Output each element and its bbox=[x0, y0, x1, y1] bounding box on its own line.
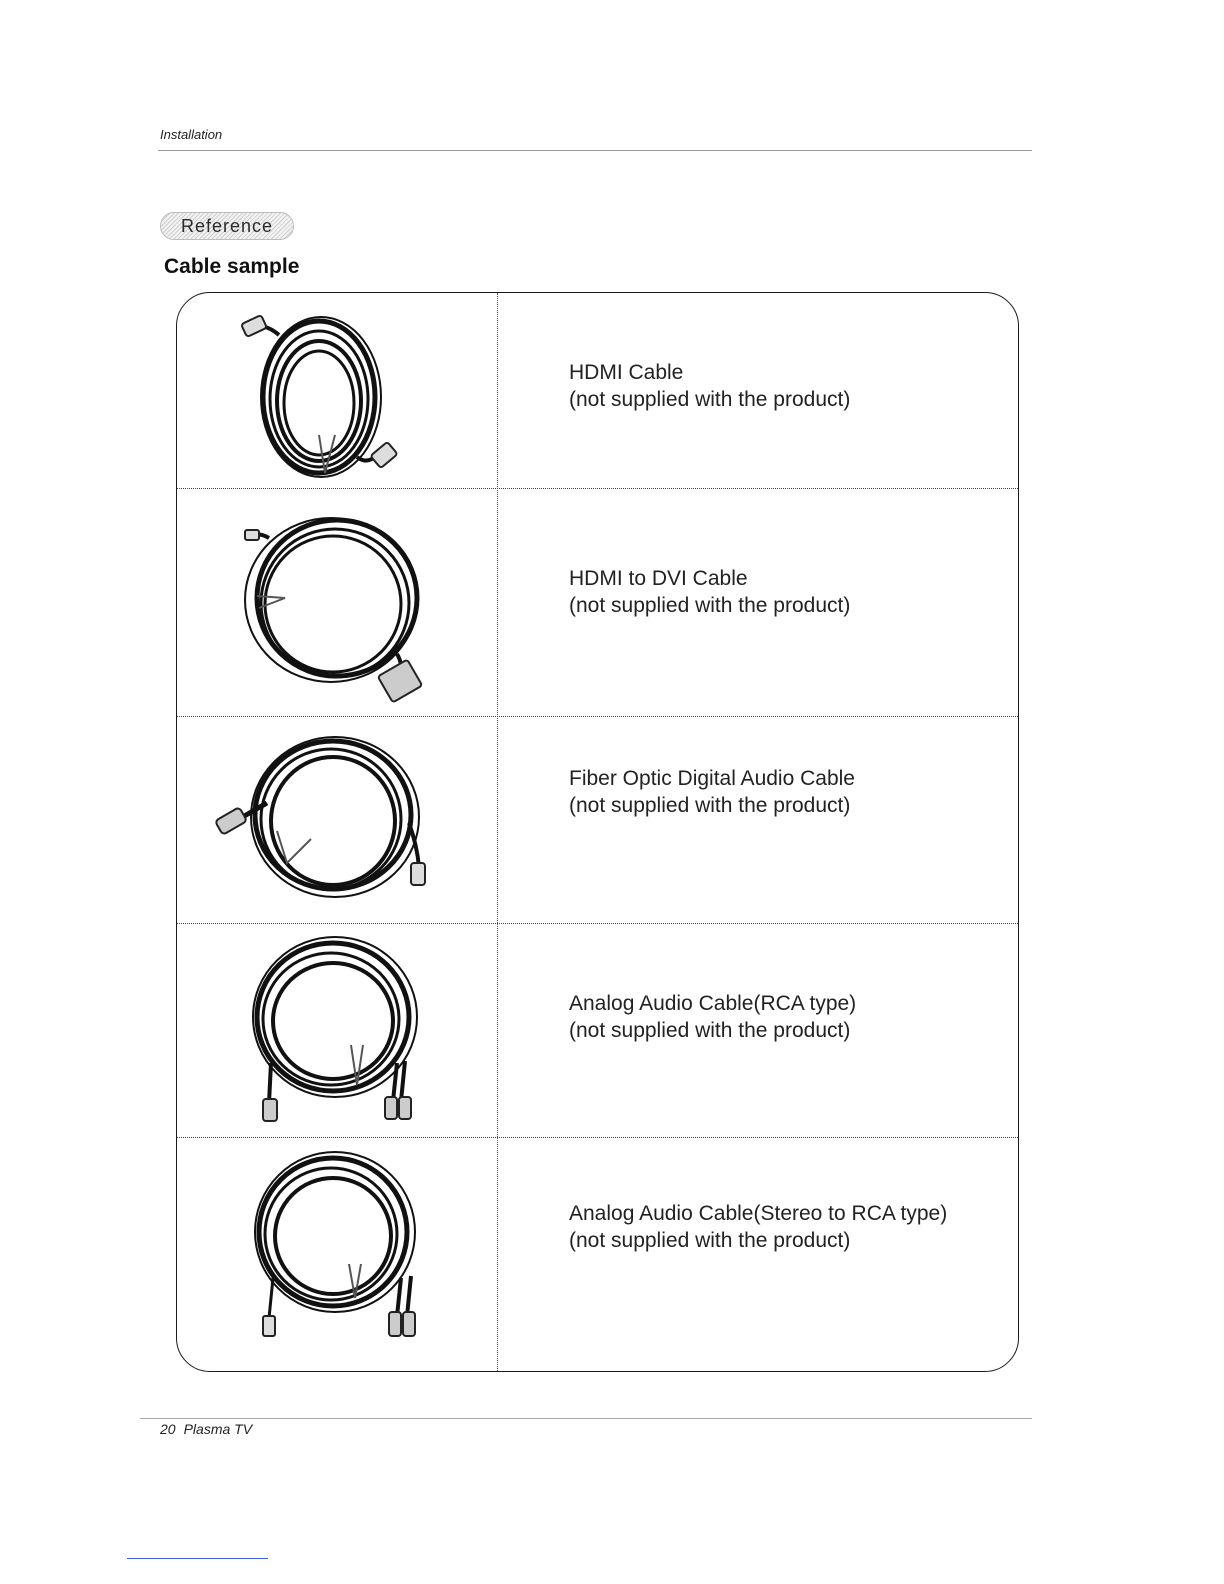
row-divider bbox=[177, 488, 1018, 489]
cable-name: Analog Audio Cable(RCA type) bbox=[569, 992, 857, 1015]
page-footer: 20 Plasma TV bbox=[160, 1421, 252, 1437]
cable-description-stereo-to-rca: Analog Audio Cable(Stereo to RCA type) (… bbox=[569, 1200, 947, 1254]
cable-note: (not supplied with the product) bbox=[569, 1229, 851, 1252]
cable-note: (not supplied with the product) bbox=[569, 388, 851, 411]
cable-description-fiber-optic: Fiber Optic Digital Audio Cable (not sup… bbox=[569, 765, 855, 819]
hdmi-to-dvi-cable-icon bbox=[244, 517, 423, 703]
column-divider bbox=[497, 293, 498, 1371]
bottom-underline bbox=[127, 1558, 268, 1559]
cable-note: (not supplied with the product) bbox=[569, 1019, 851, 1042]
cable-name: Fiber Optic Digital Audio Cable bbox=[569, 767, 855, 790]
cable-description-hdmi-to-dvi: HDMI to DVI Cable (not supplied with the… bbox=[569, 565, 850, 619]
footer-rule bbox=[140, 1418, 1032, 1419]
section-header: Installation bbox=[160, 127, 223, 142]
header-rule bbox=[158, 150, 1032, 151]
cable-name: HDMI Cable bbox=[569, 361, 684, 384]
cable-description-hdmi: HDMI Cable (not supplied with the produc… bbox=[569, 359, 850, 413]
page-number: 20 bbox=[160, 1421, 176, 1437]
cable-name: Analog Audio Cable(Stereo to RCA type) bbox=[569, 1202, 948, 1225]
hdmi-cable-icon bbox=[241, 314, 398, 478]
cable-name: HDMI to DVI Cable bbox=[569, 567, 748, 590]
reference-badge: Reference bbox=[160, 212, 294, 240]
cable-table: HDMI Cable (not supplied with the produc… bbox=[176, 292, 1019, 1372]
page-title: Cable sample bbox=[164, 255, 300, 278]
row-divider bbox=[177, 1137, 1018, 1138]
fiber-optic-cable-icon bbox=[215, 736, 426, 898]
product-name: Plasma TV bbox=[183, 1421, 253, 1437]
row-divider bbox=[177, 716, 1018, 717]
row-divider bbox=[177, 923, 1018, 924]
cable-description-rca: Analog Audio Cable(RCA type) (not suppli… bbox=[569, 990, 856, 1044]
cable-note: (not supplied with the product) bbox=[569, 594, 851, 617]
cable-note: (not supplied with the product) bbox=[569, 794, 851, 817]
stereo-to-rca-cable-icon bbox=[254, 1151, 416, 1337]
rca-audio-cable-icon bbox=[252, 936, 418, 1122]
